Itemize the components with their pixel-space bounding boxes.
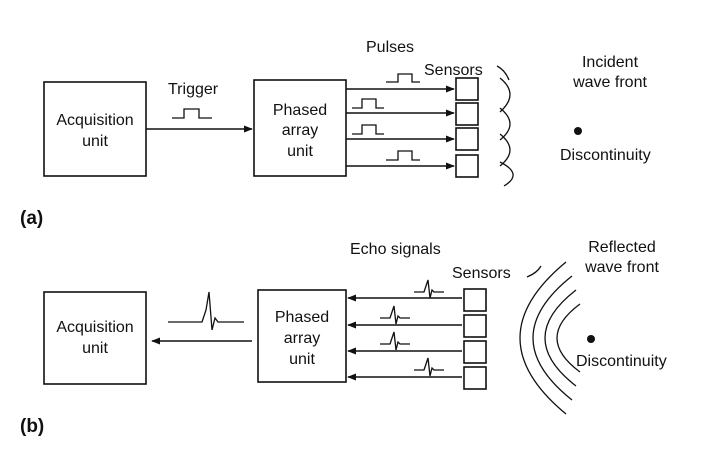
acquisition-unit-box-a bbox=[43, 81, 147, 177]
echo-signals-label: Echo signals bbox=[350, 241, 441, 258]
discontinuity-dot-a bbox=[574, 127, 582, 135]
trigger-pulse-icon bbox=[172, 108, 212, 119]
pulses-label: Pulses bbox=[366, 39, 414, 56]
phased-label-b-line3: unit bbox=[289, 351, 315, 368]
pulse-icon-1 bbox=[386, 73, 420, 83]
incident-label-line2: wave front bbox=[572, 74, 647, 91]
pulse-icon-3 bbox=[352, 124, 384, 135]
discontinuity-label-b: Discontinuity bbox=[576, 353, 667, 370]
sensor-b-3 bbox=[463, 340, 487, 364]
echo-icon-2 bbox=[380, 305, 410, 325]
pulse-icon-2 bbox=[352, 98, 384, 109]
reflected-arc-2 bbox=[532, 275, 573, 401]
pulse-icon-4 bbox=[386, 150, 420, 161]
reflected-label-line2: wave front bbox=[584, 259, 659, 276]
wavelet-1 bbox=[499, 77, 511, 113]
panel-a-tag: (a) bbox=[20, 208, 43, 229]
discontinuity-dot-b bbox=[587, 335, 595, 343]
panel-b-tag: (b) bbox=[20, 416, 44, 437]
phased-label-a-line2: array bbox=[282, 122, 318, 139]
sensor-b-2 bbox=[463, 314, 487, 338]
sensor-b-1 bbox=[463, 288, 487, 312]
echo-icon-3 bbox=[380, 331, 410, 351]
reflected-arc-3 bbox=[544, 289, 577, 387]
echo-icon-4 bbox=[414, 357, 444, 377]
phased-label-b-line1: Phased bbox=[275, 309, 329, 326]
summed-echo-icon bbox=[168, 291, 244, 331]
reflected-arc-1 bbox=[519, 261, 567, 415]
sensors-leader-b bbox=[526, 265, 542, 278]
sensors-label-a: Sensors bbox=[424, 62, 483, 79]
phased-array-box-b bbox=[257, 289, 347, 383]
acquisition-label-b-line2: unit bbox=[82, 340, 108, 357]
echo-icon-1 bbox=[414, 279, 444, 299]
sensor-a-2 bbox=[455, 102, 479, 126]
sensor-a-3 bbox=[455, 127, 479, 151]
sensor-b-4 bbox=[463, 366, 487, 390]
trigger-label: Trigger bbox=[168, 81, 219, 98]
wavelet-4 bbox=[499, 161, 514, 187]
phased-label-a-line1: Phased bbox=[273, 102, 327, 119]
discontinuity-label-a: Discontinuity bbox=[560, 147, 651, 164]
reflected-label-line1: Reflected bbox=[588, 239, 656, 256]
acquisition-unit-box-b bbox=[43, 291, 147, 385]
acquisition-label-a-line2: unit bbox=[82, 133, 108, 150]
phased-array-box-a bbox=[253, 79, 347, 177]
sensors-leader-a bbox=[496, 65, 510, 81]
acquisition-label-b-line1: Acquisition bbox=[56, 319, 133, 336]
reflected-arc-4 bbox=[556, 303, 581, 373]
phased-label-a-line3: unit bbox=[287, 143, 313, 160]
sensor-a-4 bbox=[455, 154, 479, 178]
sensors-label-b: Sensors bbox=[452, 265, 511, 282]
incident-label-line1: Incident bbox=[582, 54, 639, 71]
panel-b: Acquisition unit Phased array unit Echo … bbox=[20, 239, 667, 437]
phased-label-b-line2: array bbox=[284, 330, 320, 347]
acquisition-label-a-line1: Acquisition bbox=[56, 112, 133, 129]
sensor-a-1 bbox=[455, 77, 479, 101]
panel-a: Acquisition unit Trigger Phased array un… bbox=[20, 39, 651, 229]
